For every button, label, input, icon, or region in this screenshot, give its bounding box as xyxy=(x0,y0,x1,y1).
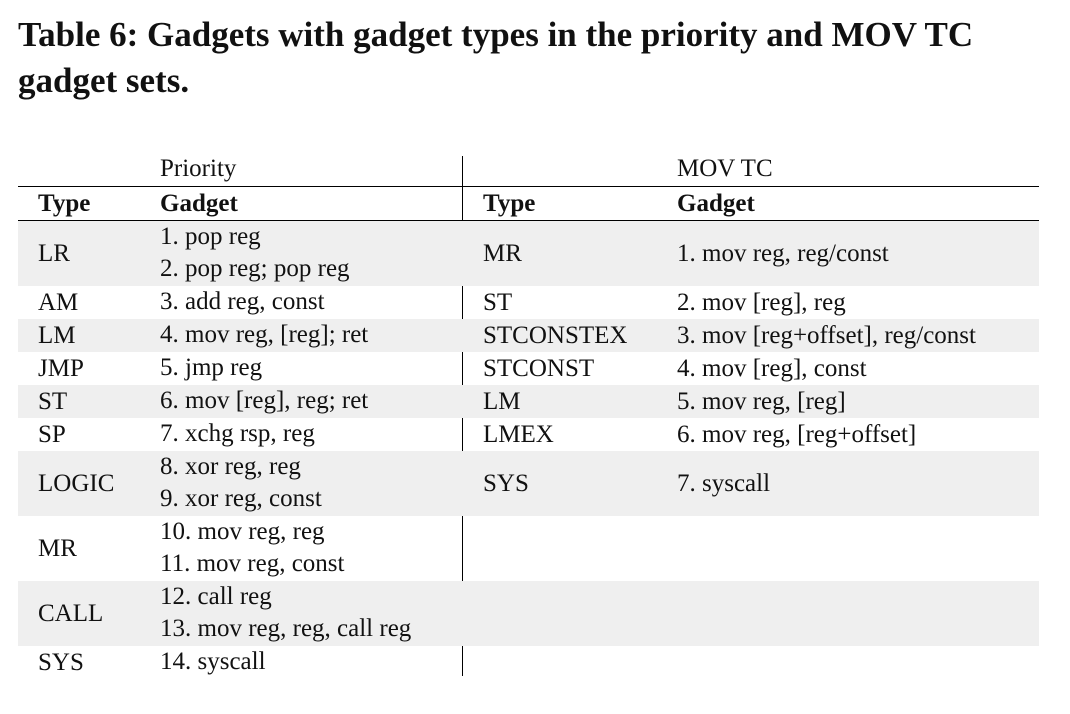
table-row: AM 3. add reg, const ST 2. mov [reg], reg xyxy=(18,286,1039,319)
gadget-line: 13. mov reg, reg, call reg xyxy=(160,615,412,642)
type-left-cell: JMP xyxy=(38,354,84,382)
gadget-line: 4. mov reg, [reg]; ret xyxy=(160,321,369,348)
type-left-cell: MR xyxy=(38,534,77,562)
type-left-cell: LR xyxy=(38,239,70,267)
header-type-left: Type xyxy=(38,190,91,217)
column-header-row: Type Gadget Type Gadget xyxy=(18,187,1039,220)
type-right-cell: LMEX xyxy=(483,420,554,448)
gadget-line: 6. mov [reg], reg; ret xyxy=(160,387,369,414)
gadget-line: 1. pop reg xyxy=(160,223,261,250)
table-row: LR 1. pop reg 2. pop reg; pop reg MR 1. mov … xyxy=(18,221,1039,286)
gadget-left-cell: 7. xchg rsp, reg xyxy=(160,418,315,450)
gadget-line: 9. xor reg, const xyxy=(160,485,322,512)
table-row: CALL 12. call reg 13. mov reg, reg, call r… xyxy=(18,581,1039,646)
type-left-cell: ST xyxy=(38,387,68,415)
gadget-right-cell: 4. mov [reg], const xyxy=(677,354,867,382)
gadget-left-cell: 4. mov reg, [reg]; ret xyxy=(160,319,368,351)
table-row: LOGIC 8. xor reg, reg 9. xor reg, const SYS… xyxy=(18,451,1039,516)
gadget-table: Priority MOV TC Type Gadget Type Gadget … xyxy=(18,152,1039,679)
gadget-line: 12. call reg xyxy=(160,583,272,610)
gadget-left-cell: 14. syscall xyxy=(160,646,266,678)
gadget-line: 2. pop reg; pop reg xyxy=(160,255,350,282)
type-right-cell: STCONSTEX xyxy=(483,321,628,349)
table-row: MR 10. mov reg, reg 11. mov reg, const xyxy=(18,516,1039,581)
gadget-right-cell: 7. syscall xyxy=(677,469,771,497)
header-type-right: Type xyxy=(483,190,536,217)
gadget-left-cell: 8. xor reg, reg 9. xor reg, const xyxy=(160,451,322,515)
gadget-right-cell: 2. mov [reg], reg xyxy=(677,288,846,316)
type-left-cell: LM xyxy=(38,321,76,349)
gadget-line: 10. mov reg, reg xyxy=(160,518,325,545)
gadget-left-cell: 3. add reg, const xyxy=(160,286,325,318)
gadget-line: 11. mov reg, const xyxy=(160,550,345,577)
gadget-left-cell: 5. jmp reg xyxy=(160,352,262,384)
gadget-line: 5. jmp reg xyxy=(160,354,263,381)
table-caption: Table 6: Gadgets with gadget types in th… xyxy=(18,15,974,100)
gadget-right-cell: 6. mov reg, [reg+offset] xyxy=(677,420,917,448)
type-right-cell: ST xyxy=(483,288,513,316)
table-row: SP 7. xchg rsp, reg LMEX 6. mov reg, [reg+o… xyxy=(18,418,1039,451)
gadget-line: 8. xor reg, reg xyxy=(160,453,301,480)
table-row: ST 6. mov [reg], reg; ret LM 5. mov reg, [r… xyxy=(18,385,1039,418)
group-rule xyxy=(18,186,1039,187)
gadget-left-cell: 1. pop reg 2. pop reg; pop reg xyxy=(160,221,350,285)
group-header-row: Priority MOV TC xyxy=(18,152,1039,186)
table-row: LM 4. mov reg, [reg]; ret STCONSTEX 3. mov … xyxy=(18,319,1039,352)
header-gadget-left: Gadget xyxy=(160,190,238,217)
gadget-left-cell: 6. mov [reg], reg; ret xyxy=(160,385,368,417)
gadget-left-cell: 12. call reg 13. mov reg, reg, call reg xyxy=(160,581,411,645)
header-gadget-right: Gadget xyxy=(677,190,755,217)
table-row: JMP 5. jmp reg STCONST 4. mov [reg], const xyxy=(18,352,1039,385)
header-rule xyxy=(18,220,1039,221)
gadget-right-cell: 5. mov reg, [reg] xyxy=(677,387,846,415)
type-right-cell: LM xyxy=(483,387,521,415)
table-row: SYS 14. syscall xyxy=(18,646,1039,679)
type-left-cell: CALL xyxy=(38,599,104,627)
gadget-line: 3. add reg, const xyxy=(160,288,325,315)
group-header-priority: Priority xyxy=(160,155,237,182)
type-left-cell: AM xyxy=(38,288,79,316)
type-left-cell: LOGIC xyxy=(38,469,115,497)
gadget-line: 14. syscall xyxy=(160,648,266,675)
type-right-cell: STCONST xyxy=(483,354,595,382)
type-right-cell: MR xyxy=(483,239,522,267)
type-left-cell: SYS xyxy=(38,648,84,676)
gadget-line: 7. xchg rsp, reg xyxy=(160,420,315,447)
gadget-right-cell: 3. mov [reg+offset], reg/const xyxy=(677,321,976,349)
gadget-left-cell: 10. mov reg, reg 11. mov reg, const xyxy=(160,516,344,580)
group-header-movtc: MOV TC xyxy=(677,155,773,182)
type-left-cell: SP xyxy=(38,420,66,448)
gadget-right-cell: 1. mov reg, reg/const xyxy=(677,239,889,267)
type-right-cell: SYS xyxy=(483,469,529,497)
